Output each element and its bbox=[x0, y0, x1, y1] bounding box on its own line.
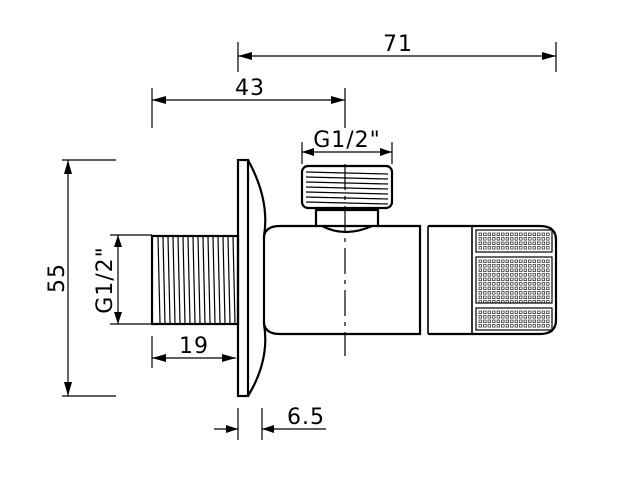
dimension-label-71: 71 bbox=[383, 32, 413, 57]
dimension-inlet-thread: G1/2" bbox=[93, 234, 152, 325]
valve-body bbox=[262, 164, 429, 356]
dimension-label-55: 55 bbox=[45, 263, 70, 293]
dimension-label-19: 19 bbox=[179, 334, 209, 359]
dimension-55: 55 bbox=[45, 159, 116, 397]
outlet-connector bbox=[300, 164, 394, 234]
dimension-label-inlet-thread: G1/2" bbox=[93, 246, 118, 314]
dimension-label-6-5: 6.5 bbox=[287, 405, 325, 430]
dimension-outlet-thread: G1/2" bbox=[301, 128, 393, 164]
wall-flange bbox=[236, 158, 267, 398]
dimension-label-43: 43 bbox=[235, 76, 265, 101]
dimension-6-5: 6.5 bbox=[214, 405, 326, 440]
inlet-threaded-pipe bbox=[150, 234, 240, 326]
dimension-19: 19 bbox=[151, 334, 236, 368]
dimension-43: 43 bbox=[151, 76, 346, 128]
dimension-label-outlet-thread: G1/2" bbox=[313, 128, 381, 153]
dimension-71: 71 bbox=[237, 32, 557, 72]
knurled-handle bbox=[428, 224, 558, 336]
